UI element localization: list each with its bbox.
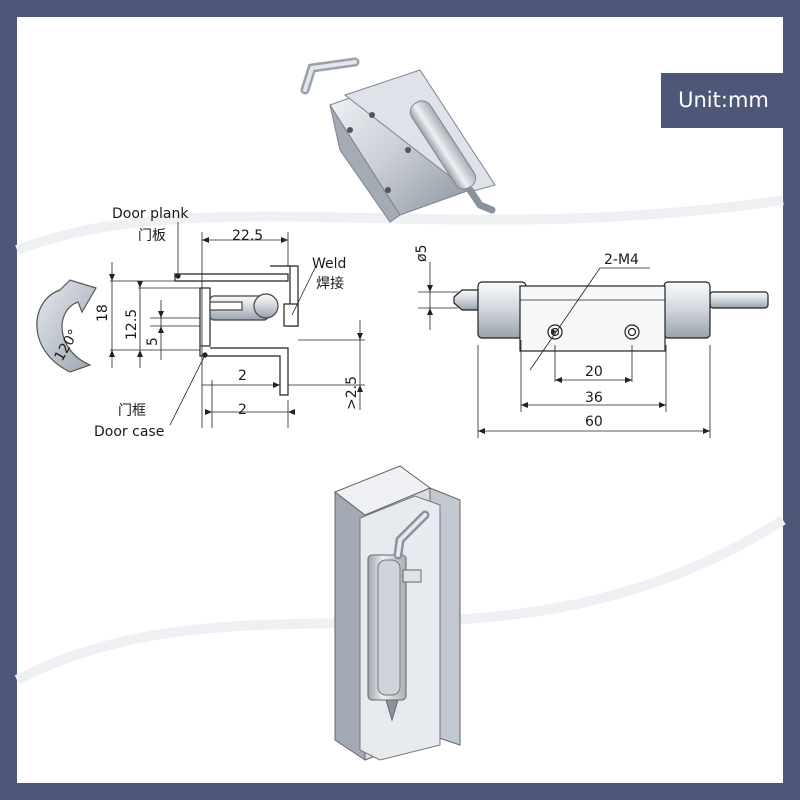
dim-18: 18 [95,304,111,322]
front-view [418,262,769,438]
label-door-case: Door case [94,424,164,440]
label-door-plank: Door plank [112,206,189,222]
dim-12-5: 12.5 [124,309,140,340]
installed-view [333,465,461,761]
dim-36: 36 [585,390,603,406]
label-weld-cn: 焊接 [316,275,344,292]
dim-60: 60 [585,414,603,430]
label-weld: Weld [312,256,346,272]
dim-2-bottom: 2 [238,402,247,418]
unit-badge: Unit:mm [661,73,786,128]
dim-dia-5: ø5 [414,245,430,262]
label-door-plank-cn: 门板 [138,228,166,244]
dim-5: 5 [145,337,161,346]
dim-gt-2-5: >2.5 [344,376,360,410]
side-view [109,222,365,428]
dim-22-5: 22.5 [232,228,263,244]
hinge-photo-top [300,57,496,223]
dim-2-top: 2 [238,368,247,384]
dim-20: 20 [585,364,603,380]
rotation-arrow-icon [36,279,97,373]
label-2-m4: 2-M4 [604,252,639,268]
label-door-case-cn: 门框 [118,403,146,419]
